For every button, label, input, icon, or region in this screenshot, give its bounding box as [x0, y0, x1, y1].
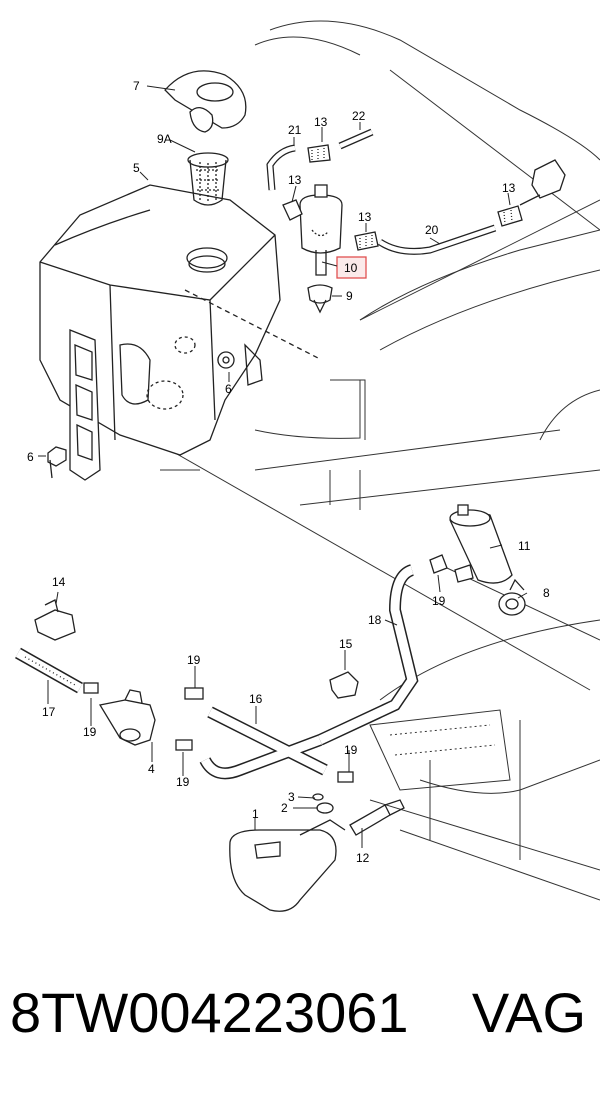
callout-20: 20: [425, 223, 439, 237]
callout-9: 9: [346, 289, 353, 303]
hose-17: [15, 647, 83, 694]
windshield-nozzle-right: [519, 159, 566, 206]
filter-strainer: [187, 152, 229, 206]
callout-12: 12: [356, 851, 370, 865]
nozzle-fitting: [349, 799, 405, 836]
nut-3: [312, 793, 324, 801]
callout-10: 10: [344, 261, 358, 275]
connector-13-mid: [354, 231, 379, 251]
callout-6-tank: 6: [225, 382, 232, 396]
callout-3: 3: [288, 790, 295, 804]
callout-22: 22: [352, 109, 366, 123]
washer-pump: [299, 184, 343, 276]
hose-16: [199, 706, 328, 780]
clip-15: [329, 671, 359, 699]
callout-4: 4: [148, 762, 155, 776]
leader-lines: [38, 85, 528, 848]
callout-2: 2: [281, 801, 288, 815]
parts-diagram: 7 9A 5 21 13 22 13 13 20 13 10 9 6 6 11 …: [15, 20, 600, 912]
headlight-washer-nozzle: [229, 819, 346, 912]
washer-2: [316, 802, 334, 814]
hose-clamp-19-pump: [429, 554, 448, 574]
callout-19-left: 19: [83, 725, 97, 739]
callout-6-bracket: 6: [27, 450, 34, 464]
car-body-outline: [99, 20, 600, 901]
callout-5: 5: [133, 161, 140, 175]
callout-14: 14: [52, 575, 66, 589]
callout-labels: 7 9A 5 21 13 22 13 13 20 13 10 9 6 6 11 …: [27, 79, 550, 865]
hose-20: [378, 224, 497, 255]
callout-9a: 9A: [157, 132, 172, 146]
callout-19-top: 19: [187, 653, 201, 667]
hose-clamp-19-c: [175, 739, 193, 751]
grommet-9: [307, 284, 333, 314]
connector-13-left: [282, 199, 303, 221]
reservoir-bracket: [69, 329, 151, 481]
callout-1: 1: [252, 807, 259, 821]
callout-18: 18: [368, 613, 382, 627]
callout-19-bottom: 19: [176, 775, 190, 789]
callout-19-pump: 19: [432, 594, 446, 608]
part-number: 8TW004223061: [10, 981, 409, 1044]
hose-clamp-19-a: [83, 682, 99, 694]
callout-13-left: 13: [288, 173, 302, 187]
callout-13-mid: 13: [358, 210, 372, 224]
hose-bracket-14: [34, 599, 76, 641]
connector-13-right: [497, 205, 523, 227]
callout-8: 8: [543, 586, 550, 600]
hose-21: [266, 144, 296, 191]
callout-15: 15: [339, 637, 353, 651]
brand-label: VAG: [471, 981, 586, 1044]
callout-7: 7: [133, 79, 140, 93]
hose-clamp-19-d: [337, 771, 354, 783]
pump-grommet-8: [498, 578, 526, 616]
callout-13-top: 13: [314, 115, 328, 129]
grommet-6-tank: [217, 351, 235, 369]
nut-6-bracket: [47, 446, 67, 479]
callout-16: 16: [249, 692, 263, 706]
hose-18: [317, 564, 419, 746]
check-valve: [98, 689, 156, 746]
highlight-box-part-10: [336, 256, 367, 279]
headlight-washer-pump: [449, 504, 513, 584]
callout-21: 21: [288, 123, 302, 137]
callout-13-right: 13: [502, 181, 516, 195]
callout-17: 17: [42, 705, 56, 719]
callout-19-right: 19: [344, 743, 358, 757]
hose-clamp-19-b: [184, 687, 204, 700]
hose-22: [338, 128, 374, 150]
connector-13-top: [307, 144, 331, 163]
reservoir-cap: [164, 70, 247, 133]
callout-11: 11: [518, 539, 531, 553]
